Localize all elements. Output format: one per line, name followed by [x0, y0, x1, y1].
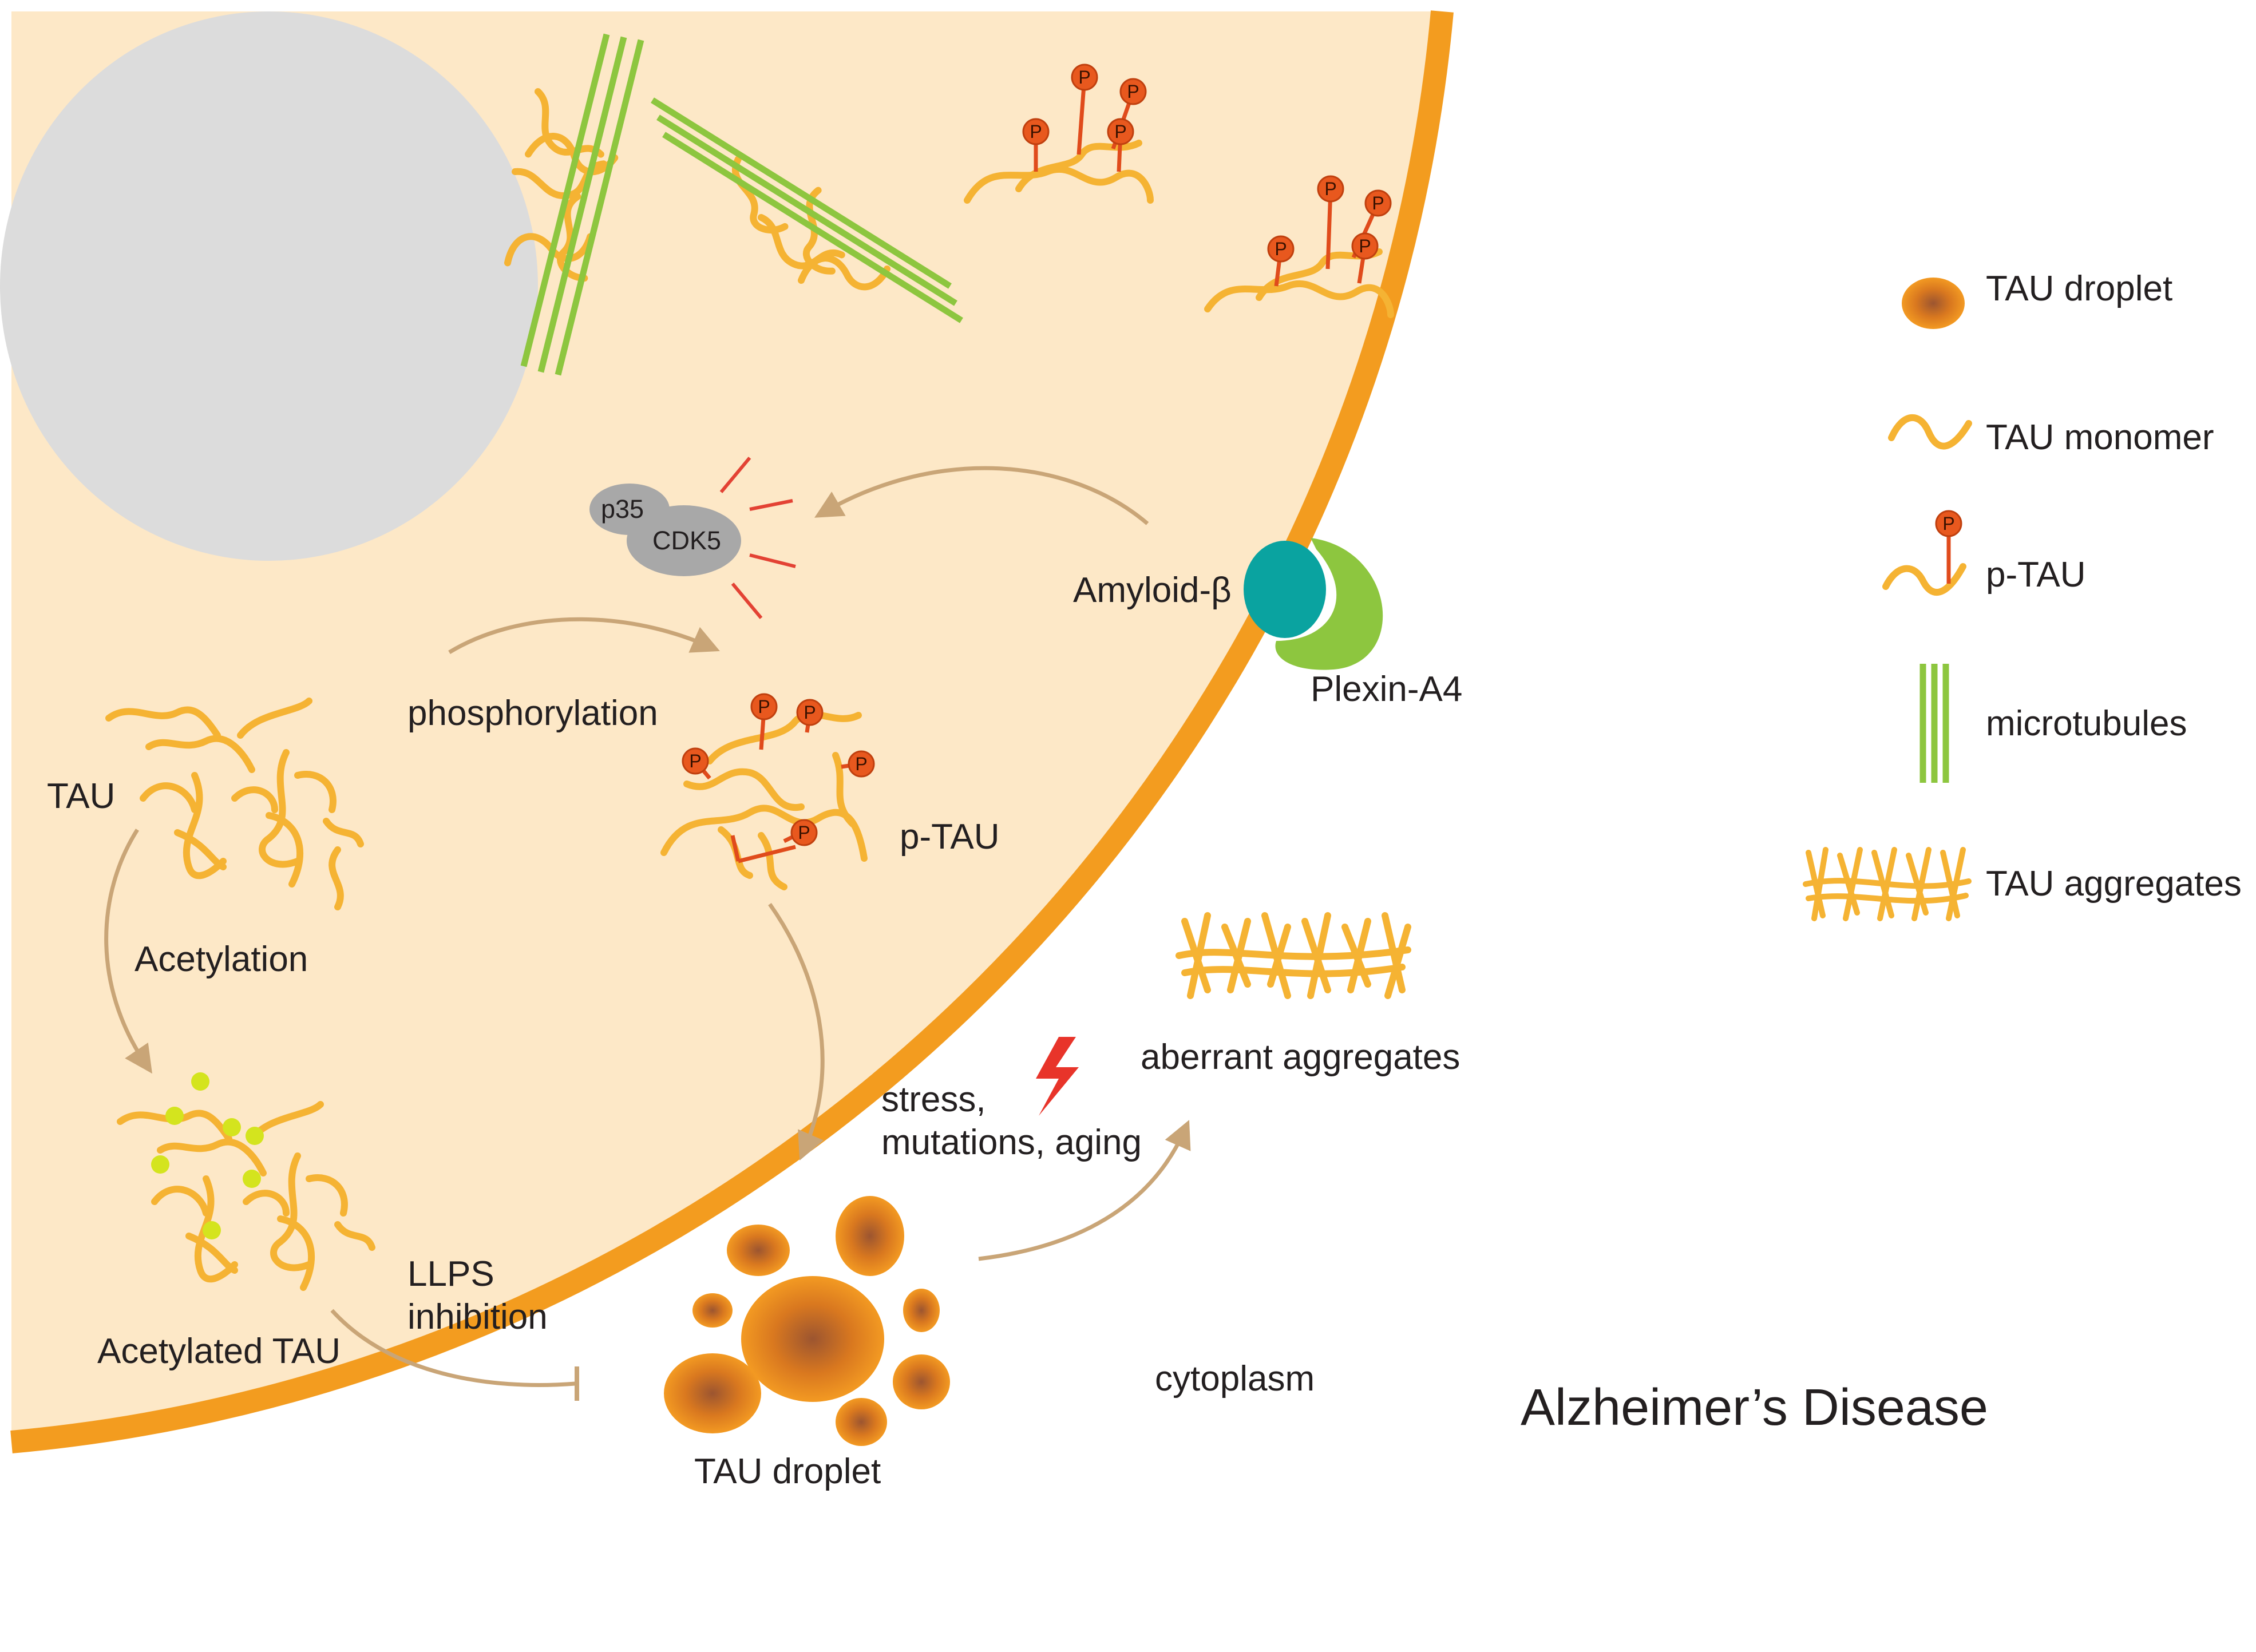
acetyl-groups [151, 1072, 264, 1239]
acetylated-tau-label: Acetylated TAU [97, 1332, 341, 1371]
cdk5-label: CDK5 [652, 526, 721, 555]
tau-monomer-cluster [105, 698, 364, 910]
svg-text:p-TAU: p-TAU [1986, 555, 2086, 595]
phosphorylation-label: phosphorylation [407, 694, 658, 733]
legend-item-p-tau: P p-TAU [1882, 510, 2086, 596]
legend-item-microtubules: microtubules [1919, 664, 2187, 783]
aberrant-aggregates [1176, 912, 1411, 999]
legend: TAU droplet TAU monomer P p-TAU microtub… [1803, 269, 2242, 921]
svg-text:P: P [1942, 513, 1954, 534]
tau-aggregates-icon [1803, 847, 1972, 921]
cdk5-subunit [627, 505, 741, 576]
svg-text:P: P [855, 754, 867, 774]
legend-item-droplet: TAU droplet [1902, 269, 2172, 329]
legend-item-monomer: TAU monomer [1888, 414, 2214, 457]
svg-text:P: P [1127, 81, 1139, 102]
acetylated-tau-cluster [117, 1072, 375, 1291]
tau-monomer-icon [1888, 414, 1972, 450]
stress-label-line1: stress, [881, 1080, 986, 1119]
p-tau-cluster-top-2: P P P P [1204, 175, 1394, 318]
arrow-phosphorylation [448, 617, 720, 654]
p-tau-central: P P P P P [660, 693, 875, 890]
arrow-ptau-to-droplet [768, 902, 825, 1160]
aberrant-label: aberrant aggregates [1141, 1037, 1460, 1077]
svg-text:TAU droplet: TAU droplet [1986, 269, 2172, 308]
svg-text:TAU monomer: TAU monomer [1986, 418, 2214, 457]
svg-text:P: P [758, 696, 770, 717]
svg-text:P: P [1372, 193, 1384, 213]
svg-text:P: P [689, 751, 701, 771]
p-tau-label: p-TAU [900, 817, 1000, 857]
arrow-droplet-to-aggregates [978, 1120, 1191, 1261]
svg-text:microtubules: microtubules [1986, 704, 2187, 743]
amyloid-label: Amyloid-β [1073, 571, 1232, 610]
svg-text:P: P [804, 702, 816, 723]
tau-label: TAU [47, 777, 115, 816]
cell-membrane [10, 10, 1454, 1453]
svg-text:P: P [798, 822, 810, 843]
tau-droplet-cluster [664, 1196, 950, 1446]
amyloid-beta [1244, 541, 1326, 638]
stress-bolt-icon [1036, 1037, 1079, 1116]
svg-text:P: P [1114, 121, 1126, 142]
cytoplasm-label: cytoplasm [1155, 1359, 1315, 1399]
tau-droplet-label: TAU droplet [694, 1452, 881, 1491]
llps-inhibition-line [330, 1309, 576, 1387]
cdk5-p35-complex: p35 CDK5 [589, 457, 796, 619]
svg-text:P: P [1359, 236, 1371, 256]
p35-label: p35 [601, 494, 644, 524]
plexin-a4-receptor [1275, 538, 1383, 670]
svg-text:P: P [1324, 179, 1336, 199]
plexin-label: Plexin-A4 [1311, 669, 1462, 709]
svg-text:P: P [1275, 239, 1287, 259]
microtubule-bundle-vertical [504, 33, 644, 376]
svg-text:TAU aggregates: TAU aggregates [1986, 864, 2242, 904]
arrow-amyloid-to-cdk5 [814, 466, 1149, 525]
p-tau-icon [1882, 563, 1966, 596]
droplet-icon [1902, 278, 1965, 329]
legend-item-aggregates: TAU aggregates [1803, 847, 2242, 921]
microtubule-bundle-diagonal [651, 97, 963, 323]
amyloid-plexin-complex: Amyloid-β Plexin-A4 [1073, 538, 1462, 709]
microtubule-icon [1919, 664, 1949, 783]
page-title: Alzheimer’s Disease [1521, 1379, 1988, 1436]
p-tau-cluster-top-1: P P P P [964, 64, 1154, 204]
svg-text:P: P [1078, 67, 1090, 88]
acetylation-label: Acetylation [134, 940, 308, 979]
llps-label: LLPS [407, 1254, 494, 1294]
arrow-acetylation [104, 829, 152, 1074]
svg-text:P: P [1030, 121, 1042, 142]
stress-label-line2: mutations, aging [881, 1123, 1142, 1162]
inhibition-label: inhibition [407, 1297, 548, 1337]
nucleus [0, 11, 538, 561]
